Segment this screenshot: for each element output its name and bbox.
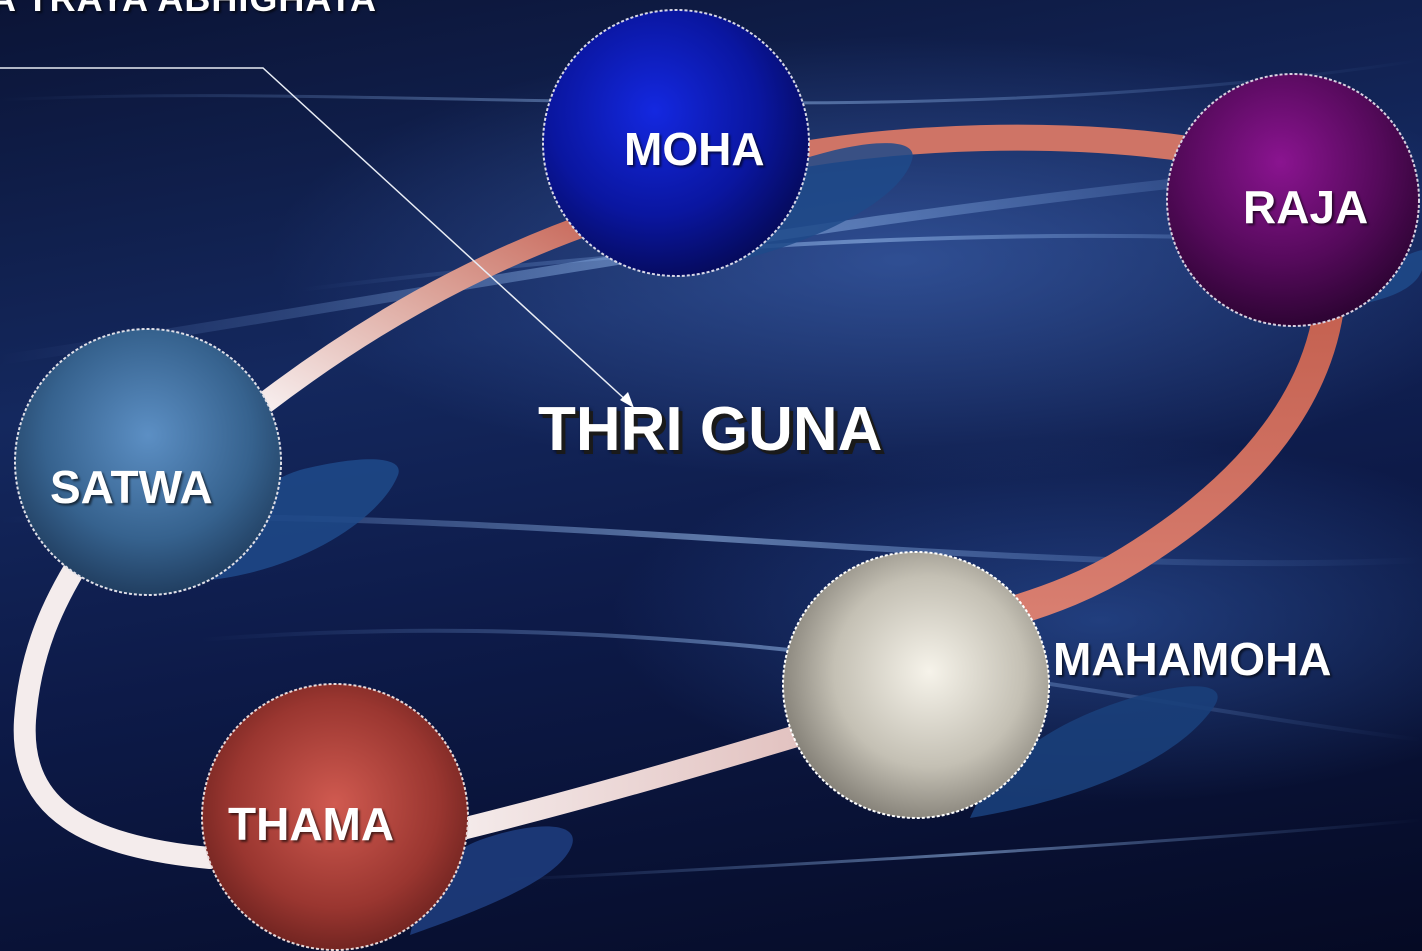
mahamoha-node — [783, 552, 1049, 818]
moha-label: MOHA — [624, 122, 765, 176]
thama-label: THAMA — [228, 797, 394, 851]
center-label: THRI GUNA — [538, 394, 882, 465]
ring-segment-thama-satwa — [25, 560, 210, 858]
raja-label: RAJA — [1243, 180, 1368, 234]
mahamoha-label: MAHAMOHA — [1053, 632, 1332, 686]
ring-segment-raja-mahamoha — [1010, 300, 1330, 612]
ring-segment-satwa-moha — [262, 220, 600, 405]
ring-segment-mahamoha-thama — [450, 735, 800, 832]
diagram-title: A TRAYA ABHIGHATA — [0, 0, 377, 20]
satwa-label: SATWA — [50, 460, 213, 514]
